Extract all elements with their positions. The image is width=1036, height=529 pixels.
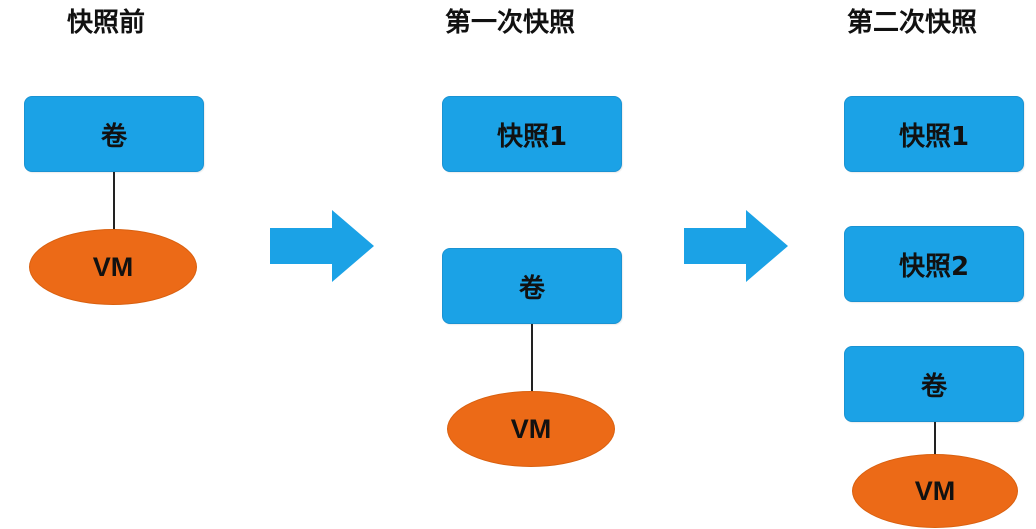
volume-box-3: 卷 xyxy=(844,346,1024,422)
vm-ellipse-1: VM xyxy=(29,229,197,305)
column-1-title: 快照前 xyxy=(67,8,146,38)
vm-ellipse-2: VM xyxy=(447,391,615,467)
volume-box-1: 卷 xyxy=(24,96,204,172)
connector-line-2 xyxy=(531,324,533,392)
snapshot-box-2-1: 快照1 xyxy=(442,96,622,172)
connector-line-1 xyxy=(113,172,115,230)
snapshot-box-3-2: 快照2 xyxy=(844,226,1024,302)
right-arrow-icon-1 xyxy=(270,210,374,282)
right-arrow-icon-2 xyxy=(684,210,788,282)
column-3-title: 第二次快照 xyxy=(847,8,978,38)
snapshot-box-3-1: 快照1 xyxy=(844,96,1024,172)
vm-ellipse-3: VM xyxy=(852,454,1018,528)
volume-box-2: 卷 xyxy=(442,248,622,324)
column-2-title: 第一次快照 xyxy=(445,8,576,38)
connector-line-3 xyxy=(934,422,936,456)
